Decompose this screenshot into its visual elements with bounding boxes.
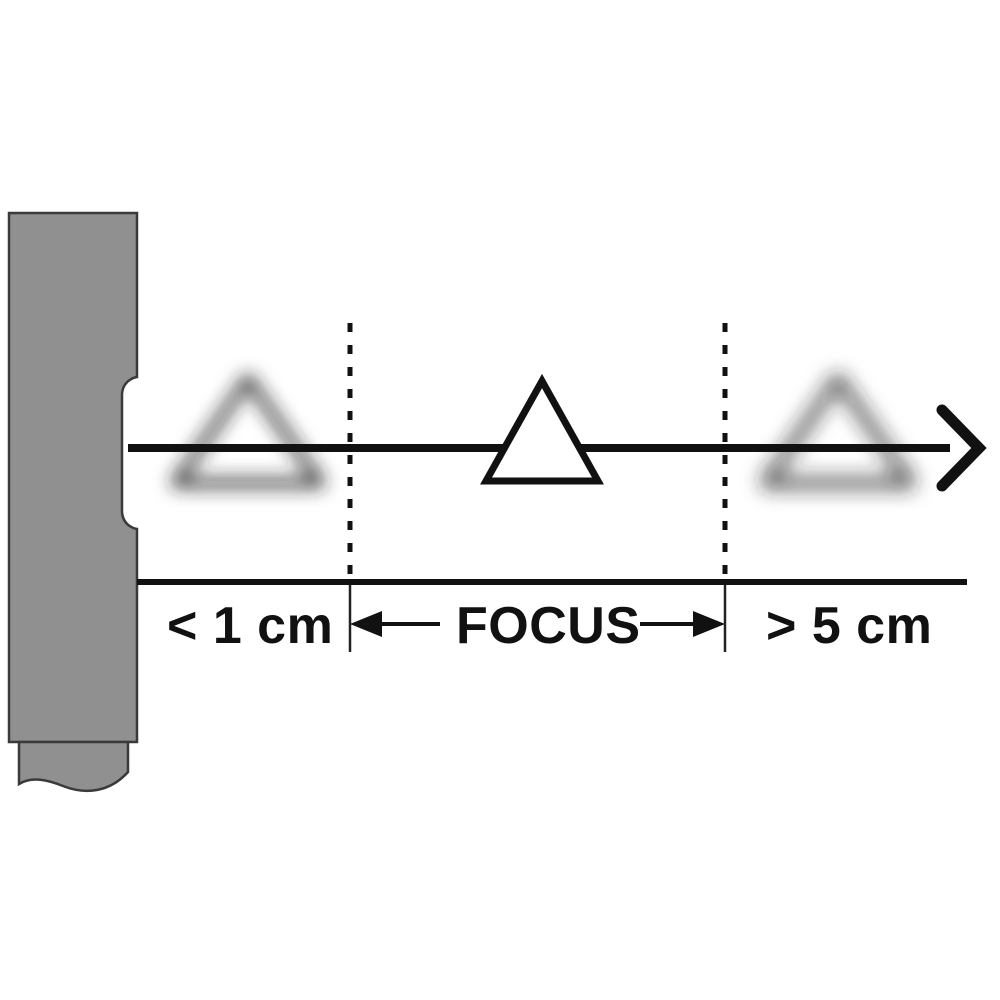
beam-arrowhead-icon bbox=[936, 404, 987, 492]
sensor-stem bbox=[17, 740, 130, 793]
far-zone-triangle-blurred bbox=[761, 374, 915, 488]
sensor-body bbox=[7, 211, 139, 744]
focus-zone-triangle-sharp bbox=[480, 373, 604, 485]
focus-left-arrow-head-icon bbox=[350, 611, 382, 637]
near-zone-triangle-blurred bbox=[171, 374, 325, 488]
focus-dimension-arrows bbox=[350, 611, 725, 637]
sensor-housing bbox=[7, 211, 139, 793]
focus-right-arrow-head-icon bbox=[693, 611, 725, 637]
far-zone-label: > 5 cm bbox=[766, 597, 932, 655]
near-zone-label: < 1 cm bbox=[167, 597, 333, 655]
focus-zone-label: FOCUS bbox=[456, 597, 641, 655]
